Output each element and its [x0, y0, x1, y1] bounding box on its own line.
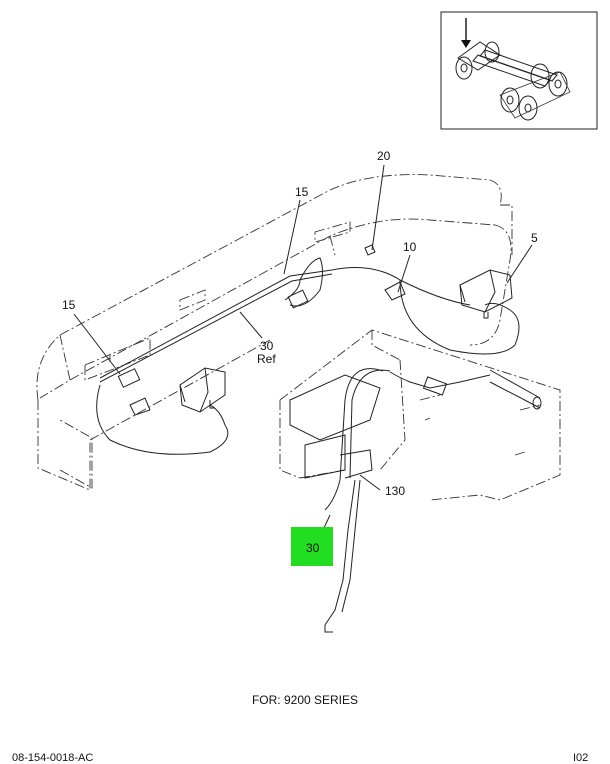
lamp-right — [459, 269, 513, 319]
frame-bracket — [279, 329, 561, 501]
lamp-left — [179, 367, 226, 413]
callout-30-ref-label: Ref — [257, 352, 276, 366]
callout-15-top[interactable]: 15 — [295, 185, 309, 199]
series-label: FOR: 9200 SERIES — [251, 693, 359, 707]
wiring-harness — [96, 257, 542, 633]
bumper-outline — [36, 174, 513, 491]
callout-15-left[interactable]: 15 — [62, 298, 76, 312]
document-id: 08-154-0018-AC — [12, 752, 94, 764]
callout-highlight-box[interactable] — [291, 527, 333, 566]
callout-20[interactable]: 20 — [377, 149, 391, 163]
locator-inset — [440, 11, 598, 130]
callout-30-highlight[interactable]: 30 — [306, 541, 320, 555]
callout-30-ref-number[interactable]: 30 — [260, 339, 274, 353]
brackets — [129, 244, 406, 416]
callout-5[interactable]: 5 — [531, 231, 538, 245]
page-number: I02 — [573, 752, 589, 764]
callout-10[interactable]: 10 — [403, 240, 417, 254]
truck-chassis-icon — [455, 18, 571, 121]
callout-130[interactable]: 130 — [385, 484, 405, 498]
